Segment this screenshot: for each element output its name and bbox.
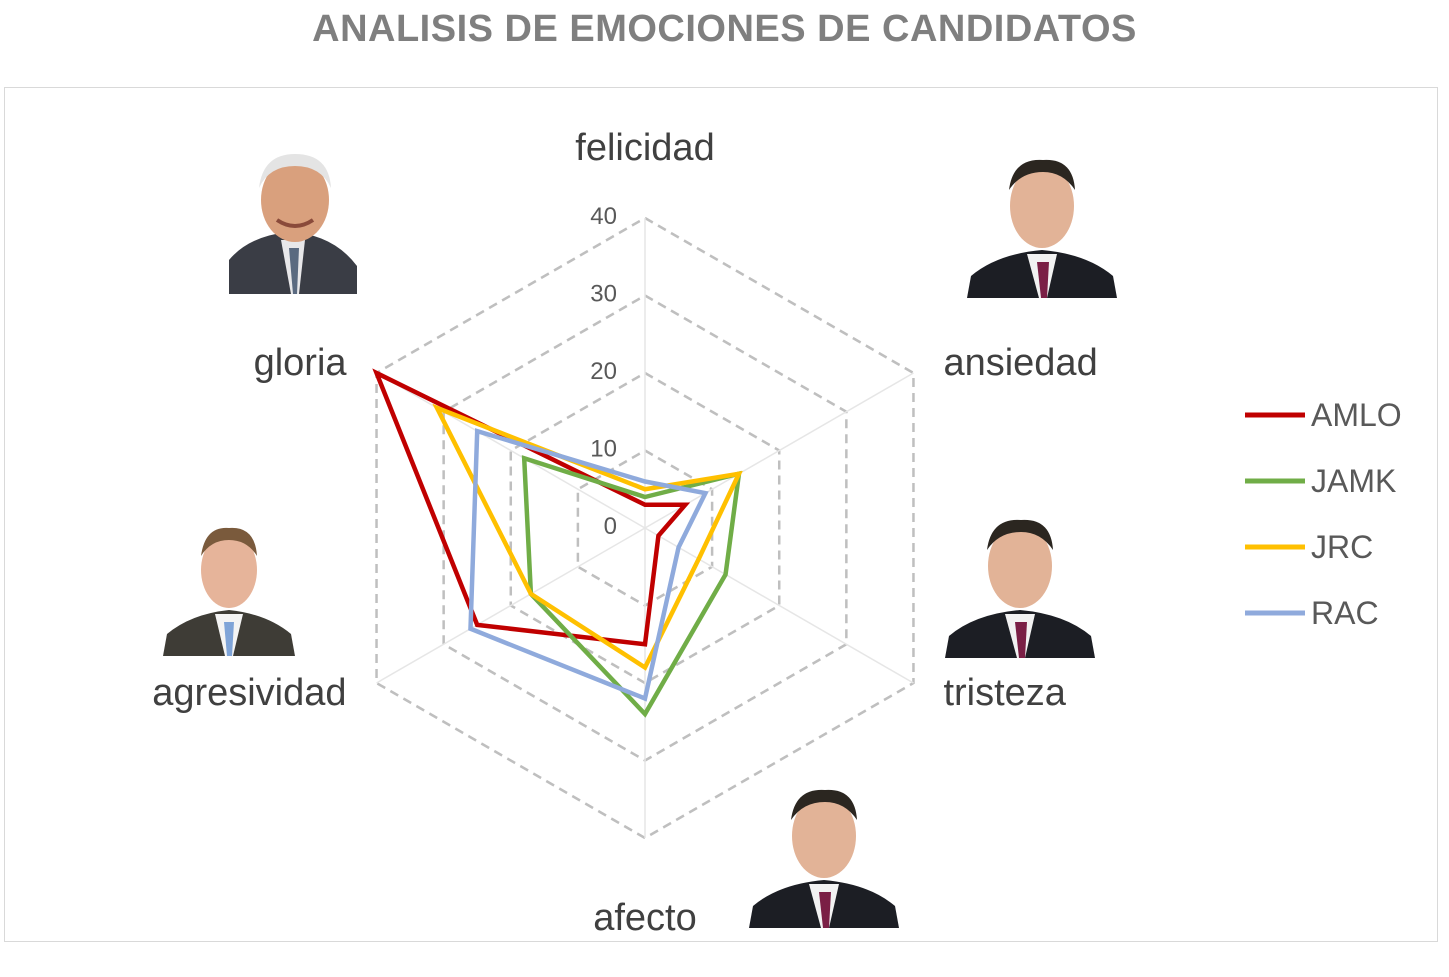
portrait-jamk <box>967 150 1117 298</box>
tick-label: 10 <box>590 436 617 463</box>
axis-label-tristeza: tristeza <box>943 672 1066 714</box>
spoke-ansiedad <box>644 372 914 529</box>
radial-ticks: 0 10 20 30 40 <box>590 203 617 540</box>
series-line-jrc <box>432 403 743 671</box>
axis-labels: felicidad ansiedad tristeza afecto agresivid… <box>152 127 1098 939</box>
portrait-candidate <box>749 780 899 928</box>
portrait-jrc <box>945 512 1095 658</box>
tick-label: 40 <box>590 203 617 230</box>
series-lines <box>372 368 743 718</box>
tick-label: 20 <box>590 358 617 385</box>
chart-title: ANALISIS DE EMOCIONES DE CANDIDATOS <box>312 8 1137 50</box>
legend-label-rac: RAC <box>1311 595 1379 631</box>
tick-label: 0 <box>604 513 617 540</box>
spoke-agresividad <box>376 527 646 684</box>
axis-label-ansiedad: ansiedad <box>943 342 1097 384</box>
tick-label: 30 <box>590 281 617 308</box>
legend-label-jamk: JAMK <box>1311 463 1396 499</box>
spoke-gloria <box>376 372 646 529</box>
series-line-amlo <box>372 368 691 647</box>
axis-label-felicidad: felicidad <box>575 127 714 169</box>
axis-label-afecto: afecto <box>593 897 697 939</box>
portrait-amlo <box>229 148 357 294</box>
legend-label-jrc: JRC <box>1311 529 1373 565</box>
axis-label-gloria: gloria <box>254 342 348 384</box>
legend-label-amlo: AMLO <box>1311 397 1402 433</box>
radar-spokes <box>376 218 914 838</box>
series-line-rac <box>468 428 709 702</box>
spoke-tristeza <box>644 527 914 684</box>
radar-chart: 0 10 20 30 40 felicidad ansiedad tristeza afect… <box>152 127 1402 939</box>
plot-area: 0 10 20 30 40 felicidad ansiedad tristeza afect… <box>4 87 1438 942</box>
axis-label-agresividad: agresividad <box>152 672 346 714</box>
portrait-rac <box>163 518 295 656</box>
legend: AMLO JAMK JRC RAC <box>1245 397 1402 631</box>
